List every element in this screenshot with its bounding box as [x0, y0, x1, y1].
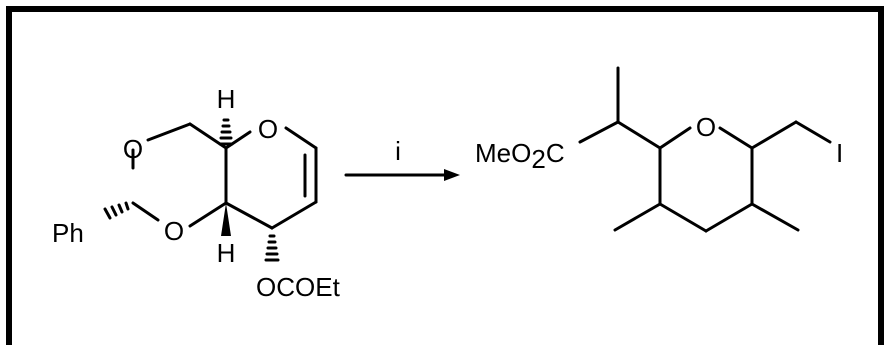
reactant-structure: O O O H H Ph OCOEt [52, 84, 341, 302]
reactant-ring-oxygen-bottom: O [164, 216, 184, 246]
hashed-wedge-ester [264, 234, 280, 262]
reactant-ester-label: OCOEt [256, 272, 341, 302]
solid-wedge-bottom [221, 203, 231, 236]
reagent-label: i [395, 136, 401, 166]
reaction-arrow: i [344, 136, 460, 181]
product-labels: MeO2C O I [475, 112, 843, 174]
product-bonds [578, 66, 832, 233]
reactant-labels: O O O H H Ph OCOEt [52, 84, 341, 302]
hashed-wedge-phenyl [103, 201, 130, 220]
product-ester-label: MeO2C [475, 138, 565, 174]
product-structure: MeO2C O I [475, 66, 843, 233]
reactant-ring-oxygen-left: O [123, 134, 143, 164]
reactant-bonds [131, 122, 318, 230]
scheme-frame [6, 6, 884, 345]
hashed-wedge-top [218, 118, 234, 146]
reactant-phenyl-label: Ph [52, 218, 84, 248]
reactant-hydrogen-top: H [217, 84, 236, 114]
product-ring-oxygen: O [696, 112, 716, 142]
product-iodine: I [836, 138, 843, 168]
reactant-ring-oxygen-top: O [258, 114, 278, 144]
reactant-hydrogen-bottom: H [217, 238, 236, 268]
